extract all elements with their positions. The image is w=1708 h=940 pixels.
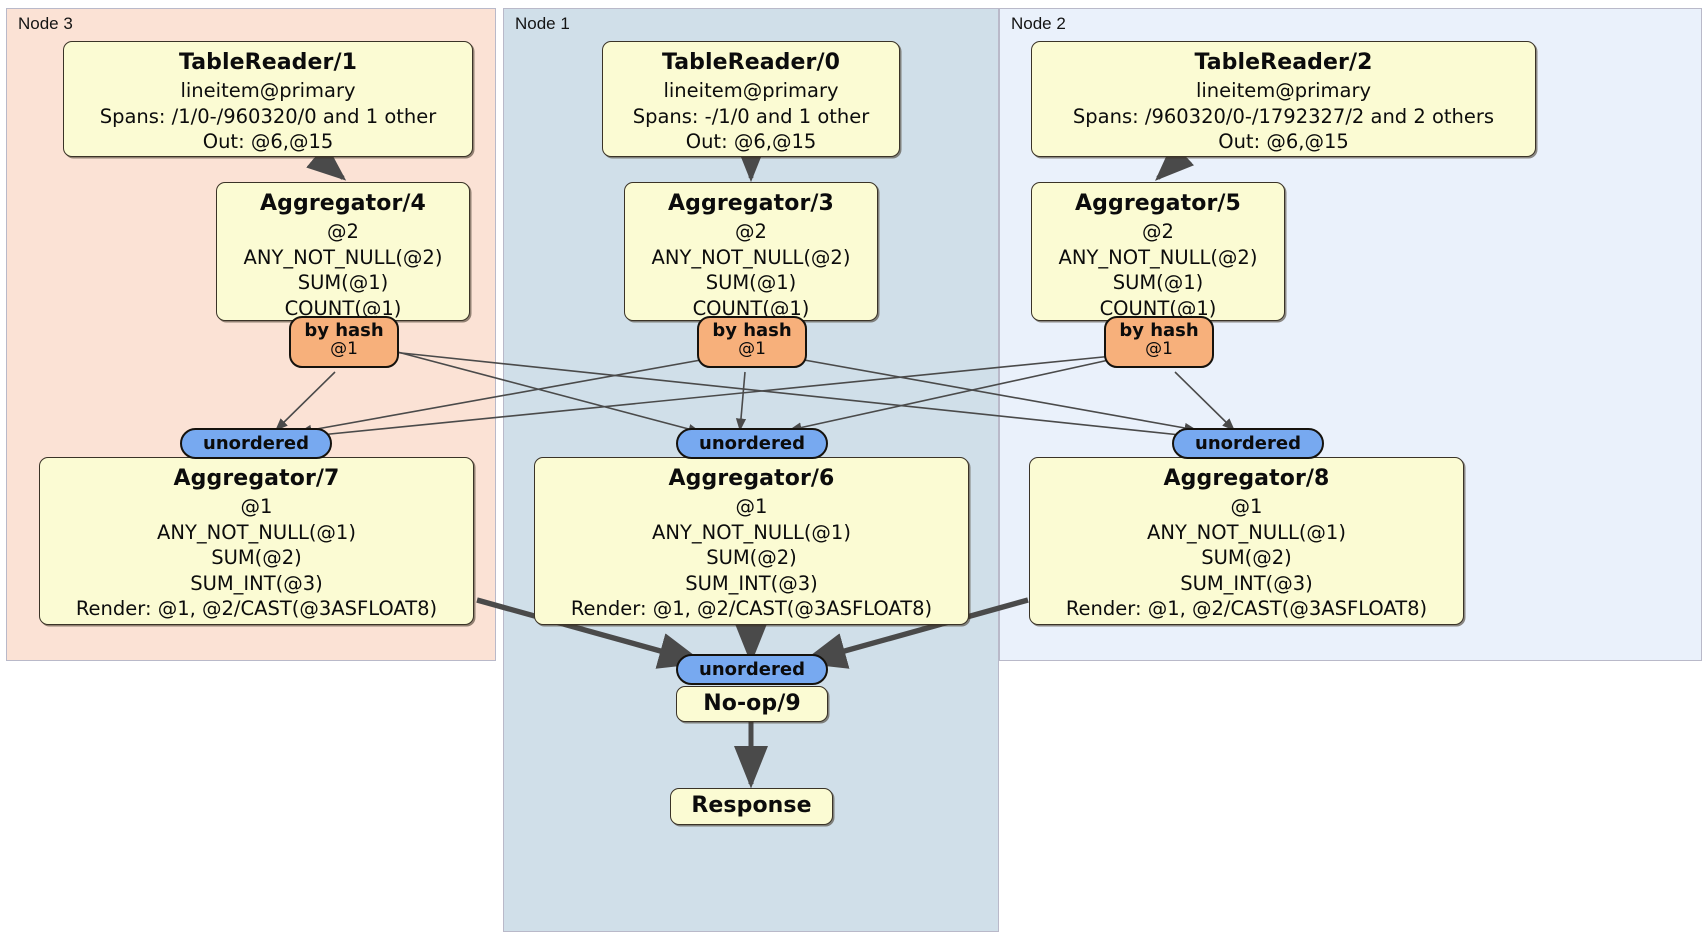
- synchronizer-unordered-center[interactable]: unordered: [676, 428, 828, 459]
- processor-tablereader-0[interactable]: TableReader/0 lineitem@primary Spans: -/…: [602, 41, 900, 157]
- processor-line: COUNT(@1): [692, 296, 810, 320]
- router-label: by hash: [1119, 320, 1199, 341]
- router-by-hash-right[interactable]: by hash @1: [1104, 316, 1214, 368]
- processor-line: ANY_NOT_NULL(@2): [243, 245, 443, 269]
- processor-aggregator-3[interactable]: Aggregator/3 @2 ANY_NOT_NULL(@2) SUM(@1)…: [624, 182, 878, 321]
- processor-line: SUM(@2): [211, 546, 302, 569]
- processor-line: ANY_NOT_NULL(@1): [1147, 520, 1346, 544]
- processor-aggregator-6[interactable]: Aggregator/6 @1 ANY_NOT_NULL(@1) SUM(@2)…: [534, 457, 969, 625]
- processor-title: Aggregator/8: [1163, 466, 1330, 491]
- processor-line: SUM_INT(@3): [1180, 571, 1313, 595]
- processor-line: lineitem@primary: [180, 79, 356, 102]
- processor-line: Spans: /960320/0-/1792327/2 and 2 others: [1072, 104, 1495, 128]
- processor-line: @1: [240, 495, 273, 518]
- processor-line: Spans: /1/0-/960320/0 and 1 other: [99, 104, 437, 128]
- router-label: by hash: [712, 320, 792, 341]
- processor-line: @1: [1230, 495, 1263, 518]
- processor-title: TableReader/2: [1194, 50, 1373, 75]
- processor-line: ANY_NOT_NULL(@1): [157, 520, 356, 544]
- synchronizer-unordered-right[interactable]: unordered: [1172, 428, 1324, 459]
- processor-aggregator-8[interactable]: Aggregator/8 @1 ANY_NOT_NULL(@1) SUM(@2)…: [1029, 457, 1464, 625]
- processor-line: ANY_NOT_NULL(@2): [651, 245, 851, 269]
- router-label: by hash: [304, 320, 384, 341]
- processor-title: Aggregator/4: [260, 191, 426, 216]
- cluster-label-node-1: Node 1: [515, 14, 570, 33]
- processor-line: lineitem@primary: [1195, 79, 1372, 102]
- processor-line: Render: @1, @2/CAST(@3ASFLOAT8): [1065, 597, 1428, 620]
- processor-line: SUM_INT(@3): [685, 571, 818, 595]
- processor-line: @2: [327, 220, 359, 243]
- processor-aggregator-4[interactable]: Aggregator/4 @2 ANY_NOT_NULL(@2) SUM(@1)…: [216, 182, 470, 321]
- processor-line: SUM_INT(@3): [190, 571, 323, 595]
- synchronizer-unordered-left[interactable]: unordered: [180, 428, 332, 459]
- processor-no-op-9[interactable]: No-op/9: [676, 686, 828, 722]
- processor-line: Spans: -/1/0 and 1 other: [632, 104, 870, 128]
- processor-title: Aggregator/7: [173, 466, 340, 491]
- processor-response[interactable]: Response: [670, 788, 833, 825]
- processor-title: Response: [691, 793, 812, 818]
- processor-line: Render: @1, @2/CAST(@3ASFLOAT8): [75, 597, 438, 620]
- router-sublabel: @1: [330, 339, 358, 360]
- processor-title: TableReader/1: [178, 50, 358, 75]
- processor-title: Aggregator/6: [668, 466, 835, 491]
- router-by-hash-left[interactable]: by hash @1: [289, 316, 399, 368]
- processor-line: Render: @1, @2/CAST(@3ASFLOAT8): [570, 597, 933, 620]
- processor-title: Aggregator/5: [1075, 191, 1241, 216]
- synchronizer-label: unordered: [1195, 433, 1301, 454]
- processor-title: TableReader/0: [661, 50, 841, 75]
- router-sublabel: @1: [738, 339, 766, 360]
- processor-line: Out: @6,@15: [685, 130, 817, 153]
- processor-title: No-op/9: [703, 691, 801, 716]
- cluster-label-node-2: Node 2: [1011, 14, 1066, 33]
- processor-tablereader-1[interactable]: TableReader/1 lineitem@primary Spans: /1…: [63, 41, 473, 157]
- processor-line: @1: [735, 495, 768, 518]
- processor-line: lineitem@primary: [663, 79, 839, 102]
- processor-line: COUNT(@1): [1099, 296, 1217, 320]
- processor-line: SUM(@2): [706, 546, 797, 569]
- processor-title: Aggregator/3: [668, 191, 834, 216]
- processor-line: SUM(@2): [1201, 546, 1292, 569]
- router-sublabel: @1: [1145, 339, 1173, 360]
- processor-tablereader-2[interactable]: TableReader/2 lineitem@primary Spans: /9…: [1031, 41, 1536, 157]
- processor-line: SUM(@1): [705, 271, 797, 294]
- processor-line: SUM(@1): [1112, 271, 1204, 294]
- synchronizer-label: unordered: [203, 433, 309, 454]
- synchronizer-label: unordered: [699, 433, 805, 454]
- processor-line: @2: [735, 220, 767, 243]
- synchronizer-unordered-final[interactable]: unordered: [676, 654, 828, 685]
- processor-line: Out: @6,@15: [1218, 130, 1349, 153]
- processor-line: Out: @6,@15: [202, 130, 334, 153]
- cluster-label-node-3: Node 3: [18, 14, 73, 33]
- synchronizer-label: unordered: [699, 659, 805, 680]
- processor-line: SUM(@1): [297, 271, 389, 294]
- processor-aggregator-7[interactable]: Aggregator/7 @1 ANY_NOT_NULL(@1) SUM(@2)…: [39, 457, 474, 625]
- router-by-hash-center[interactable]: by hash @1: [697, 316, 807, 368]
- processor-line: ANY_NOT_NULL(@1): [652, 520, 851, 544]
- processor-line: COUNT(@1): [284, 296, 402, 320]
- processor-aggregator-5[interactable]: Aggregator/5 @2 ANY_NOT_NULL(@2) SUM(@1)…: [1031, 182, 1285, 321]
- processor-line: ANY_NOT_NULL(@2): [1058, 245, 1258, 269]
- processor-line: @2: [1142, 220, 1174, 243]
